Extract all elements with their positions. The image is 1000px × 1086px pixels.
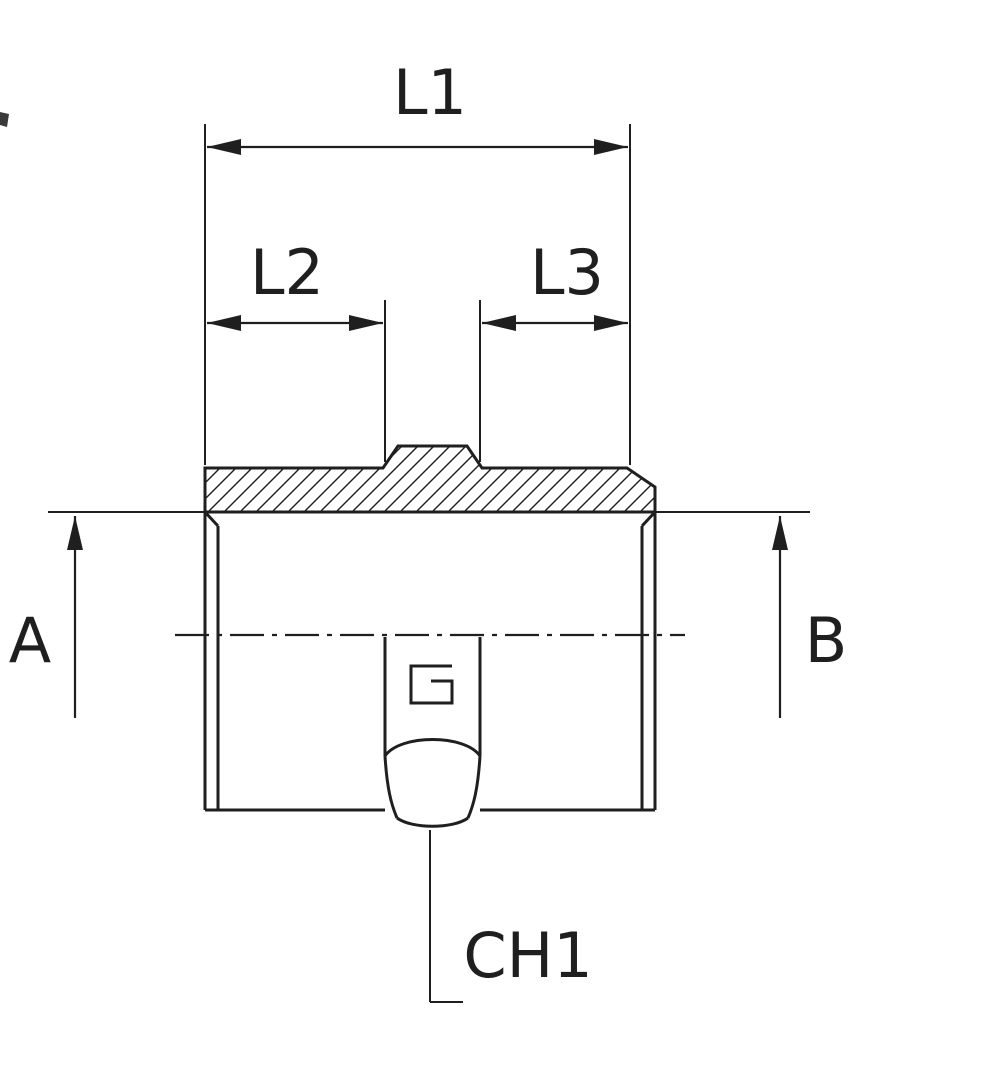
spiral-surface-mark-icon — [409, 664, 454, 705]
l2-arrow-right-icon — [349, 315, 383, 331]
dimension-l2: L2 — [207, 236, 386, 462]
fitting-body — [203, 444, 657, 812]
hex-nut — [383, 637, 482, 828]
dimension-b: B — [772, 516, 847, 718]
l3-arrow-right-icon — [594, 315, 628, 331]
nut-left-taper — [383, 755, 399, 819]
hatched-section-band — [203, 444, 657, 514]
l3-arrow-left-icon — [482, 315, 516, 331]
nut-bottom-arc — [396, 816, 469, 828]
l1-arrow-left-icon — [207, 139, 241, 155]
nut-chamfer-arc — [383, 738, 482, 757]
a-label: A — [9, 604, 51, 677]
body-left-chamfer — [203, 510, 220, 528]
l1-label: L1 — [393, 56, 467, 129]
dimension-a: A — [9, 516, 83, 718]
l2-label: L2 — [250, 236, 324, 309]
dimension-l1: L1 — [204, 56, 631, 465]
dimension-l3: L3 — [479, 236, 628, 462]
body-right-chamfer — [640, 510, 657, 528]
dimension-ch1: CH1 — [429, 830, 593, 1003]
ch1-label: CH1 — [463, 919, 592, 992]
l3-label: L3 — [530, 236, 604, 309]
b-label: B — [805, 604, 848, 677]
l2-arrow-left-icon — [207, 315, 241, 331]
b-arrow-up-icon — [772, 516, 788, 550]
l1-arrow-right-icon — [594, 139, 628, 155]
nut-right-taper — [466, 755, 482, 819]
a-arrow-up-icon — [67, 516, 83, 550]
edge-artifact — [0, 112, 9, 127]
